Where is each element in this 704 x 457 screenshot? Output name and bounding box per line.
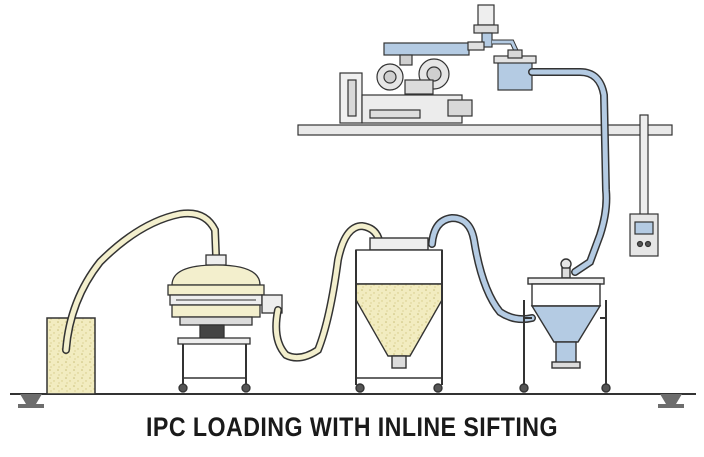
vacuum-receiver-icon (519, 258, 611, 393)
vibro-sifter-icon (167, 254, 283, 393)
ipc-loading-diagram (10, 4, 696, 408)
diagram-caption: IPC LOADING WITH INLINE SIFTING (146, 412, 558, 442)
filter-receiver-icon (467, 4, 537, 91)
ipc-container-icon (355, 237, 443, 393)
transfer-hose-blue (528, 68, 611, 276)
ground-line (10, 393, 696, 408)
upper-platform (297, 124, 673, 136)
vacuum-pump-icon (339, 42, 473, 124)
control-panel-icon (629, 114, 659, 257)
discharge-hose-cream (272, 221, 384, 362)
vacuum-hose-blue (428, 213, 536, 324)
suction-hose-cream (62, 209, 220, 354)
